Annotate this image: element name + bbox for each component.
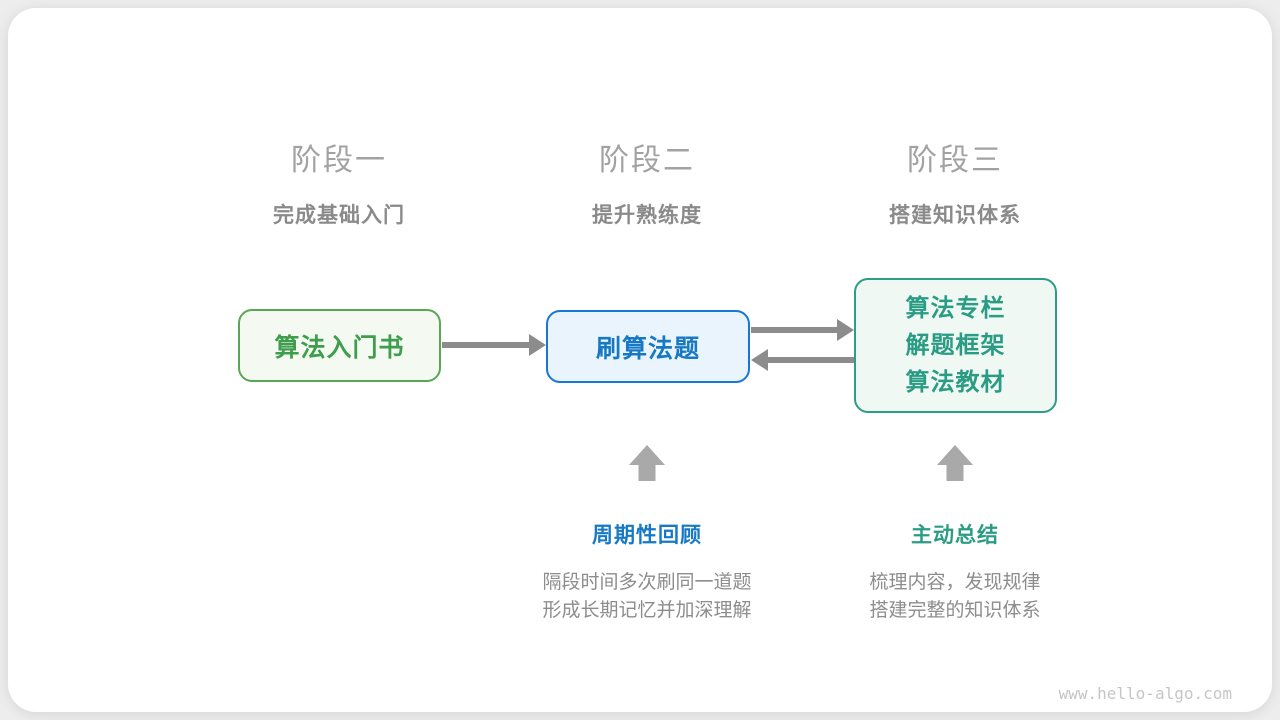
node-resources: 算法专栏 解题框架 算法教材: [854, 278, 1057, 413]
watermark: www.hello-algo.com: [1058, 684, 1232, 703]
annotation-summarize: 主动总结 梳理内容，发现规律 搭建完整的知识体系: [775, 519, 1135, 625]
up-arrow-triangle: [937, 445, 973, 465]
arrow-shaft: [751, 327, 840, 333]
annotation-review-desc-line-2: 形成长期记忆并加深理解: [542, 600, 752, 621]
annotation-review-description: 隔段时间多次刷同一道题 形成长期记忆并加深理解: [467, 569, 827, 625]
node-intro-book-label: 算法入门书: [274, 333, 405, 362]
stage-3-header: 阶段三 搭建知识体系: [795, 135, 1115, 229]
arrow-head: [529, 334, 546, 356]
annotation-summarize-label: 主动总结: [911, 524, 999, 547]
up-arrow-stem: [946, 465, 964, 481]
annotation-summarize-description: 梳理内容，发现规律 搭建完整的知识体系: [775, 569, 1135, 625]
arrow-shaft: [765, 357, 854, 363]
stage-2-header: 阶段二 提升熟练度: [487, 135, 807, 229]
node-practice: 刷算法题: [546, 310, 750, 383]
arrow-left-resources-to-practice-icon: [751, 349, 854, 371]
up-arrow-review-icon: [625, 445, 669, 481]
node-practice-label: 刷算法题: [595, 334, 700, 363]
stage-1-header: 阶段一 完成基础入门: [179, 135, 499, 229]
stage-2-subtitle: 提升熟练度: [592, 204, 702, 227]
stage-1-title: 阶段一: [291, 144, 387, 177]
diagram-card: 阶段一 完成基础入门 阶段二 提升熟练度 阶段三 搭建知识体系 算法入门书 刷算…: [8, 8, 1272, 712]
annotation-summarize-desc-line-2: 搭建完整的知识体系: [869, 600, 1041, 621]
annotation-review-desc-line-1: 隔段时间多次刷同一道题: [542, 572, 752, 593]
stage-1-subtitle: 完成基础入门: [273, 204, 405, 227]
stage-2-title: 阶段二: [599, 144, 695, 177]
arrow-right-intro-to-practice-icon: [442, 334, 546, 356]
annotation-review: 周期性回顾 隔段时间多次刷同一道题 形成长期记忆并加深理解: [467, 519, 827, 625]
up-arrow-stem: [638, 465, 656, 481]
node-resources-line-3: 算法教材: [905, 369, 1006, 396]
arrow-right-practice-to-resources-icon: [751, 319, 854, 341]
stage-3-title: 阶段三: [907, 144, 1003, 177]
node-resources-line-2: 解题框架: [905, 332, 1006, 359]
stage-3-subtitle: 搭建知识体系: [889, 204, 1021, 227]
up-arrow-triangle: [629, 445, 665, 465]
arrow-head: [837, 319, 854, 341]
up-arrow-summarize-icon: [933, 445, 977, 481]
arrow-shaft: [442, 342, 532, 348]
annotation-summarize-desc-line-1: 梳理内容，发现规律: [869, 572, 1041, 593]
annotation-review-label: 周期性回顾: [592, 524, 702, 547]
node-resources-line-1: 算法专栏: [905, 295, 1006, 322]
node-intro-book: 算法入门书: [238, 309, 441, 382]
arrow-head: [751, 349, 768, 371]
